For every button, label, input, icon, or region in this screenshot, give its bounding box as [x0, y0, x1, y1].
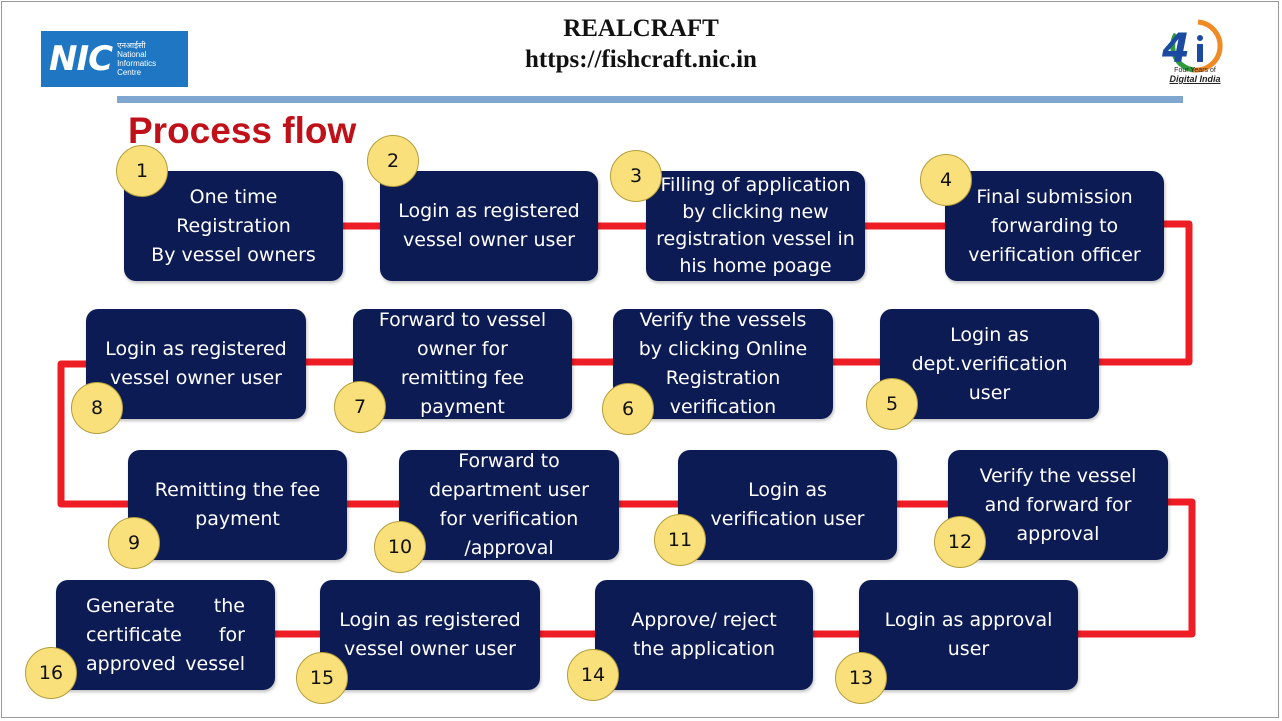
step-badge-3: 3	[610, 150, 662, 202]
step-badge-6: 6	[602, 383, 654, 435]
process-step-1: One time Registration By vessel owners	[124, 171, 343, 281]
connector-4-5	[1095, 220, 1193, 366]
step-badge-1: 1	[116, 145, 168, 197]
digital-india-logo: 4	[1161, 19, 1223, 73]
step-badge-14: 14	[567, 649, 619, 701]
digital-india-caption: Four Years of Digital India	[1169, 67, 1221, 84]
step-badge-8: 8	[71, 382, 123, 434]
process-step-10: Forward to department user for verificat…	[399, 450, 619, 560]
step-badge-12: 12	[934, 516, 986, 568]
step-badge-11: 11	[654, 514, 706, 566]
digital-india-mark: 4	[1161, 26, 1190, 72]
nic-logo: NIC एनआईसी National Informatics Centre	[41, 31, 188, 87]
nic-logo-mark: NIC	[49, 39, 113, 79]
process-step-13: Login as approval user	[859, 580, 1078, 690]
connector-8-9	[57, 360, 132, 508]
process-step-11: Login as verification user	[678, 450, 897, 560]
page-url: https://fishcraft.nic.in	[525, 46, 757, 73]
process-step-7: Forward to vessel owner for remitting fe…	[353, 309, 572, 419]
step-badge-13: 13	[835, 652, 887, 704]
process-step-15: Login as registered vessel owner user	[320, 580, 540, 690]
step-badge-4: 4	[920, 154, 972, 206]
process-step-3: Filling of application by clicking new r…	[646, 171, 865, 281]
connector-12-13	[1074, 498, 1196, 638]
step-badge-7: 7	[334, 381, 386, 433]
process-step-8: Login as registered vessel owner user	[86, 309, 306, 419]
process-step-9: Remitting the fee payment	[128, 450, 347, 560]
step-badge-9: 9	[108, 517, 160, 569]
header-divider	[117, 96, 1183, 103]
process-step-4: Final submission forwarding to verificat…	[945, 171, 1164, 281]
step-badge-16: 16	[25, 647, 77, 699]
page-title: REALCRAFT	[563, 15, 719, 42]
process-step-2: Login as registered vessel owner user	[380, 171, 598, 281]
nic-logo-text: एनआईसी National Informatics Centre	[117, 41, 157, 77]
step-badge-10: 10	[374, 521, 426, 573]
step-badge-2: 2	[367, 135, 419, 187]
step-badge-5: 5	[866, 378, 918, 430]
process-step-16: Generate the certificate for approved ve…	[56, 580, 275, 690]
process-step-14: Approve/ reject the application	[595, 580, 813, 690]
step-badge-15: 15	[296, 652, 348, 704]
section-title: Process flow	[128, 110, 357, 151]
